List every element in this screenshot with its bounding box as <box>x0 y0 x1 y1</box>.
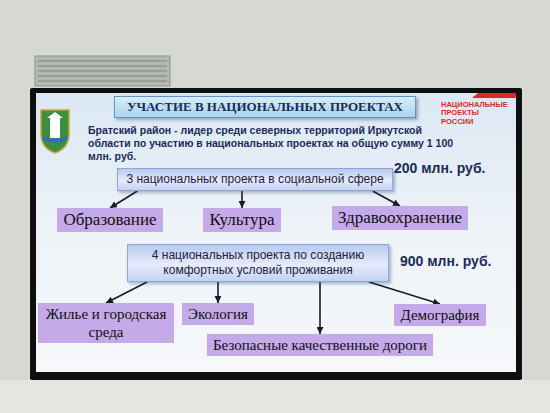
arrow-connector <box>373 191 400 206</box>
amount-label: 900 млн. руб. <box>400 253 491 269</box>
project-box: Безопасные качественные дороги <box>207 334 433 356</box>
slide-screen <box>36 93 516 372</box>
logo-text: НАЦИОНАЛЬНЫЕ ПРОЕКТЫ РОССИИ <box>441 101 513 126</box>
box-text: 4 национальных проекта по созданию комфо… <box>136 248 380 278</box>
box-text: Демография <box>400 306 479 324</box>
arrow-connector <box>319 282 321 334</box>
group-box: 3 национальных проекта в социальной сфер… <box>117 168 392 191</box>
arrow-connector <box>369 282 440 304</box>
box-text: Культура <box>209 210 274 230</box>
title-box: УЧАСТИЕ В НАЦИОНАЛЬНЫХ ПРОЕКТАХ <box>114 96 416 118</box>
tv-bezel <box>30 88 522 380</box>
title: УЧАСТИЕ В НАЦИОНАЛЬНЫХ ПРОЕКТАХ <box>127 99 403 114</box>
lower-wall <box>0 380 550 413</box>
project-box: Культура <box>203 208 280 232</box>
arrow-connector <box>241 191 243 208</box>
project-box: Образование <box>57 208 162 232</box>
logo-stripe <box>472 93 516 98</box>
project-box: Экология <box>182 303 254 325</box>
arrow-connector <box>110 191 137 208</box>
project-box: Здравоохранение <box>332 206 468 230</box>
group-box: 4 национальных проекта по созданию комфо… <box>127 244 389 282</box>
box-text: Жилье и городская среда <box>44 305 168 341</box>
box-text: Образование <box>63 210 156 230</box>
box-text: Безопасные качественные дороги <box>213 336 427 354</box>
project-box: Жилье и городская среда <box>38 303 174 343</box>
box-text: Экология <box>188 305 248 323</box>
subtitle: Братский район - лидер среди северных те… <box>88 124 463 163</box>
air-vent <box>35 56 170 86</box>
box-text: Здравоохранение <box>338 208 462 228</box>
project-box: Демография <box>394 304 485 326</box>
arrow-connector <box>106 282 147 303</box>
box-text: 3 национальных проекта в социальной сфер… <box>126 172 383 187</box>
amount-label: 200 млн. руб. <box>394 160 485 176</box>
arrow-connector <box>217 282 219 303</box>
coat-of-arms <box>41 110 69 153</box>
